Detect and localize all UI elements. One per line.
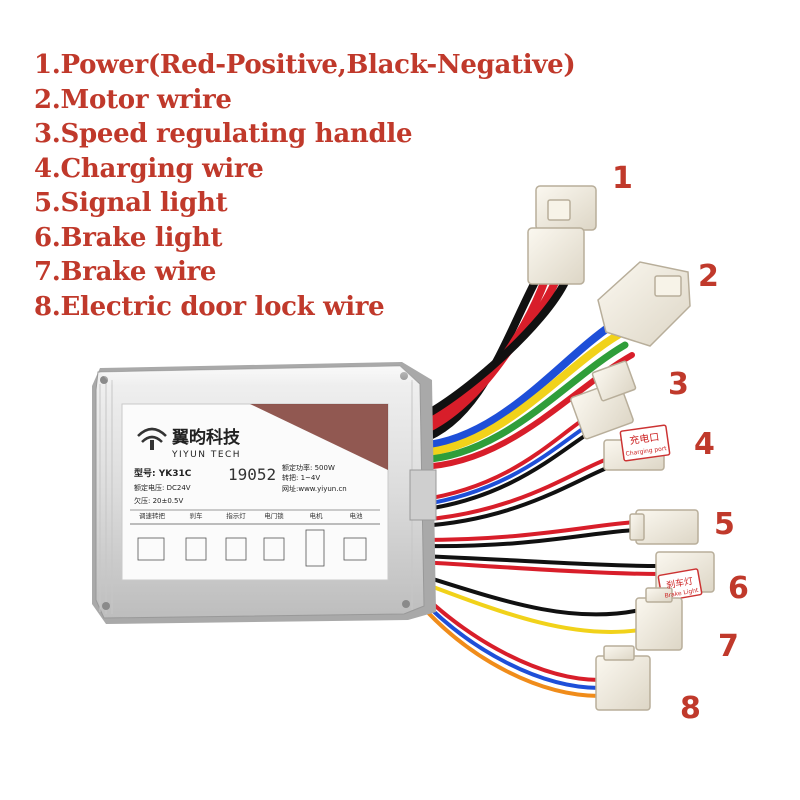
callout-8: 8 (680, 691, 701, 726)
wire-legend: 1.Power(Red-Positive,Black-Negative) 2.M… (34, 48, 576, 324)
screw-icon (102, 602, 110, 610)
legend-item-charging-wire: 4.Charging wire (34, 153, 264, 184)
callout-7: 7 (718, 629, 739, 664)
callout-6: 6 (728, 571, 749, 606)
port-label-throttle: 调速转把 (139, 511, 166, 520)
connector-throttle (570, 360, 637, 440)
brand-name-cn: 翼昀科技 (172, 427, 241, 448)
throttle-voltage: 转把: 1~4V (282, 473, 320, 482)
legend-item-motor-wire: 2.Motor wrire (34, 84, 232, 115)
port-label-indicator: 指示灯 (226, 511, 246, 520)
callout-3: 3 (668, 367, 689, 402)
spec-label: 翼昀科技 YIYUN TECH 型号: YK31C 19052 额定功率: 50… (121, 403, 389, 581)
connector-charging (603, 424, 671, 471)
model-number: 型号: YK31C (134, 467, 192, 479)
legend-item-power: 1.Power(Red-Positive,Black-Negative) (34, 50, 576, 80)
callout-2: 2 (698, 259, 719, 294)
callout-4: 4 (694, 427, 715, 462)
cable-gland (409, 469, 437, 521)
motor-wires (416, 321, 635, 470)
callout-numbers: 1 2 3 4 5 6 7 8 (612, 161, 749, 726)
legend-item-signal-light: 5.Signal light (34, 188, 228, 218)
serial-number: 19052 (228, 465, 276, 484)
connectors (527, 185, 715, 711)
website: 网址:www.yiyun.cn (282, 484, 347, 493)
port-label-brake: 刹车 (190, 511, 204, 520)
port-label-door-lock: 电门锁 (264, 511, 284, 520)
port-diagram (130, 523, 380, 567)
screw-icon (402, 600, 410, 608)
power-wires (416, 276, 570, 444)
brand-logo-icon (137, 427, 167, 450)
callout-1: 1 (612, 161, 633, 196)
connector-signal (629, 509, 699, 545)
connector-motor (597, 261, 691, 347)
legend-item-brake-wire: 7.Brake wire (34, 257, 217, 287)
legend-item-speed-handle: 3.Speed regulating handle (34, 119, 413, 149)
connector-door-lock (595, 645, 651, 711)
brand-name-en: YIYUN TECH (171, 450, 241, 460)
charging-wires (418, 456, 614, 528)
connector-power (527, 185, 597, 285)
port-label-motor: 电机 (310, 511, 324, 520)
legend-item-door-lock-wire: 8.Electric door lock wire (34, 291, 385, 322)
brake-wires (418, 573, 642, 635)
rated-voltage: 额定电压: DC24V (134, 483, 191, 492)
undervoltage: 欠压: 20±0.5V (134, 496, 183, 505)
port-label-battery: 电池 (350, 511, 364, 520)
wire-harness (416, 276, 662, 698)
callout-5: 5 (714, 507, 735, 542)
legend-item-brake-light: 6.Brake light (34, 222, 223, 253)
door-lock-wires (418, 590, 602, 698)
connector-brake (635, 587, 683, 651)
controller-box: 翼昀科技 YIYUN TECH 型号: YK31C 19052 额定功率: 50… (92, 362, 437, 624)
charging-tag-cn: 充电口 (629, 430, 661, 447)
brake-light-wires (418, 554, 662, 576)
signal-wires (418, 520, 638, 549)
rated-power: 额定功率: 500W (282, 463, 335, 472)
